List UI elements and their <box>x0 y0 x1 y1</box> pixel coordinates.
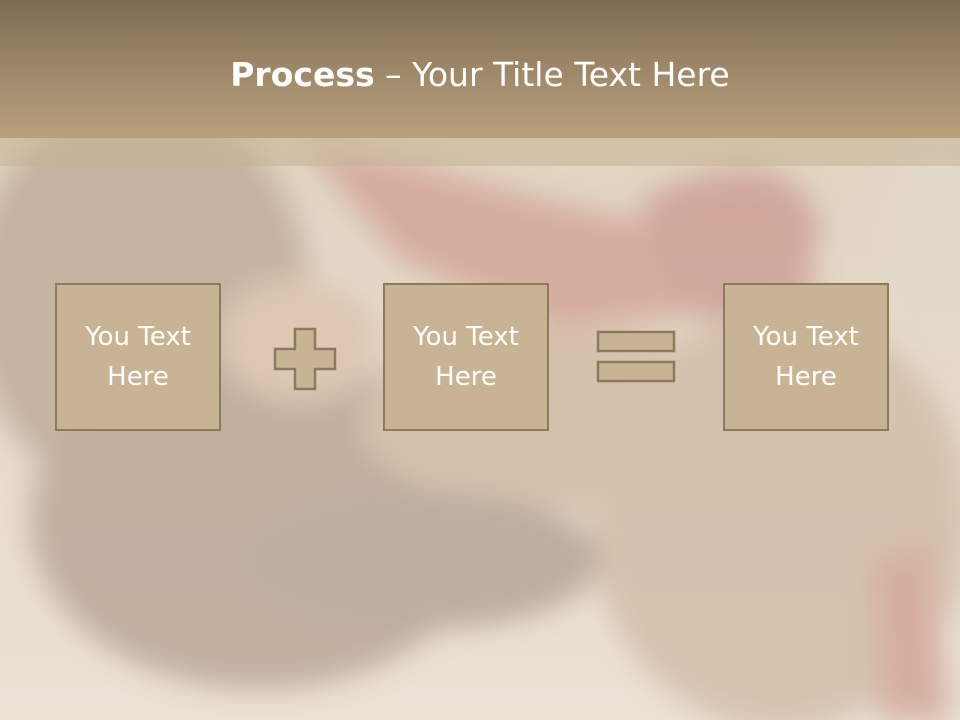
slide-title[interactable]: Process – Your Title Text Here <box>0 55 960 94</box>
title-regular-text: – Your Title Text Here <box>374 55 730 94</box>
title-bar <box>0 0 960 138</box>
title-bold-text: Process <box>230 55 375 94</box>
process-box-3[interactable]: You Text Here <box>723 283 889 431</box>
process-box-2-label: You Text Here <box>413 322 519 392</box>
plus-icon <box>273 327 337 391</box>
title-bar-underline <box>0 138 960 166</box>
process-box-1[interactable]: You Text Here <box>55 283 221 431</box>
process-box-2[interactable]: You Text Here <box>383 283 549 431</box>
process-box-3-label: You Text Here <box>753 322 859 392</box>
equals-icon <box>596 330 676 383</box>
process-box-1-label: You Text Here <box>85 322 191 392</box>
